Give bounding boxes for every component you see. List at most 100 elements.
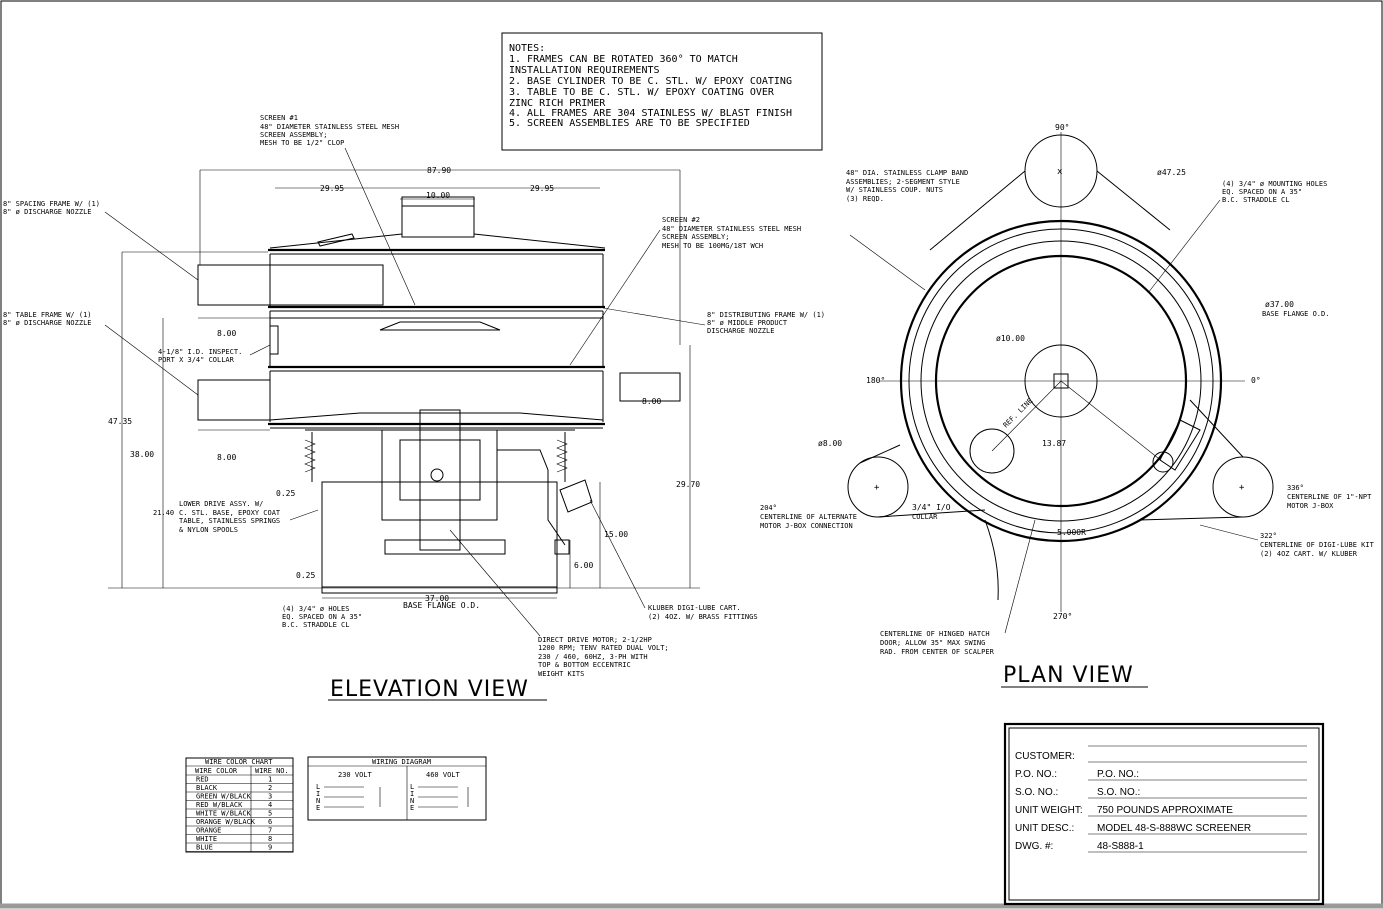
wiring-460: 460 VOLT <box>426 771 461 779</box>
dim-13-87: 13.87 <box>1042 439 1066 448</box>
dim-29-95-left: 29.95 <box>320 184 344 193</box>
angle-180: 180° <box>866 376 885 385</box>
callout-distributing-frame: 8" DISTRIBUTING FRAME W/ (1) 8" ø MIDDLE… <box>602 307 825 335</box>
svg-text:C. STL. BASE, EPOXY COAT: C. STL. BASE, EPOXY COAT <box>179 509 281 517</box>
notes-line-5: ZINC RICH PRIMER <box>509 98 606 109</box>
svg-text:L: L <box>316 783 320 791</box>
svg-text:48" DIAMETER STAINLESS STEEL M: 48" DIAMETER STAINLESS STEEL MESH <box>260 123 399 131</box>
svg-text:MESH TO BE 1/2" CLOP: MESH TO BE 1/2" CLOP <box>260 139 344 147</box>
svg-text:CENTERLINE OF HINGED HATCH: CENTERLINE OF HINGED HATCH <box>880 630 990 638</box>
notes-line-4: 3. TABLE TO BE C. STL. W/ EPOXY COATING … <box>509 87 775 98</box>
title-block: CUSTOMER:P.O. NO.:P.O. NO.:S.O. NO.:S.O.… <box>1003 722 1325 906</box>
svg-text:8" ø MIDDLE PRODUCT: 8" ø MIDDLE PRODUCT <box>707 319 788 327</box>
svg-text:322°: 322° <box>1260 532 1277 540</box>
callout-digi-lube: 322° CENTERLINE OF DIGI-LUBE KIT (2) 4OZ… <box>1199 524 1375 558</box>
svg-text:8" DISTRIBUTING FRAME W/ (1): 8" DISTRIBUTING FRAME W/ (1) <box>707 311 825 319</box>
svg-text:DOOR; ALLOW 35" MAX SWING: DOOR; ALLOW 35" MAX SWING <box>880 639 985 647</box>
dim-37-00-plan: ø37.00 <box>1265 300 1294 309</box>
svg-text:(2) 4OZ CART. W/ KLUBER: (2) 4OZ CART. W/ KLUBER <box>1260 550 1358 558</box>
svg-text:4-1/8" I.D. INSPECT.: 4-1/8" I.D. INSPECT. <box>158 348 242 356</box>
plan-title: PLAN VIEW <box>1003 663 1134 688</box>
dim-37-00: 37.00 <box>425 594 449 603</box>
wire-row-color: GREEN W/BLACK <box>196 793 252 801</box>
dim-29-70: 29.70 <box>676 480 700 489</box>
svg-text:L: L <box>410 783 414 791</box>
dim-8-00-a: 8.00 <box>217 329 236 338</box>
base-flange-label: BASE FLANGE O.D. <box>403 601 480 610</box>
svg-text:8" ø DISCHARGE NOZZLE: 8" ø DISCHARGE NOZZLE <box>3 319 92 327</box>
title-block-rows: CUSTOMER:P.O. NO.:P.O. NO.:S.O. NO.:S.O.… <box>1015 745 1307 853</box>
svg-text:N: N <box>410 797 414 805</box>
notes-line-3: 2. BASE CYLINDER TO BE C. STL. W/ EPOXY … <box>509 76 792 87</box>
dim-5-000r: 5.000R <box>1057 528 1086 537</box>
wire-row-no: 6 <box>268 818 272 826</box>
svg-text:3/4" I/O: 3/4" I/O <box>912 503 951 512</box>
angle-0: 0° <box>1251 376 1261 385</box>
callout-hatch: CENTERLINE OF HINGED HATCH DOOR; ALLOW 3… <box>880 519 1036 656</box>
callout-kluber: KLUBER DIGI-LUBE CART. (2) 4OZ. W/ BRASS… <box>589 499 758 621</box>
svg-text:WEIGHT KITS: WEIGHT KITS <box>538 670 584 678</box>
title-block-label: DWG. #: <box>1015 841 1053 852</box>
wire-row-color: WHITE W/BLACK <box>196 810 252 818</box>
callout-holes: (4) 3/4" ø HOLES EQ. SPACED ON A 35" B.C… <box>282 605 362 629</box>
wire-row-color: BLACK <box>196 784 218 792</box>
wire-chart-header-no: WIRE NO. <box>255 767 289 775</box>
svg-text:336°: 336° <box>1287 484 1304 492</box>
elevation-title: ELEVATION VIEW <box>330 677 529 702</box>
callout-clamp-band: 48" DIA. STAINLESS CLAMP BAND ASSEMBLIES… <box>846 169 968 291</box>
mark-x-top: x <box>1057 167 1063 177</box>
wire-row-color: BLUE <box>196 844 213 852</box>
callout-collar: 3/4" I/O COLLAR <box>912 503 951 521</box>
svg-text:CENTERLINE OF DIGI-LUBE KIT: CENTERLINE OF DIGI-LUBE KIT <box>1260 541 1375 549</box>
svg-text:230 / 460, 60HZ, 3-PH WITH: 230 / 460, 60HZ, 3-PH WITH <box>538 653 648 661</box>
dim-0-25-a: 0.25 <box>276 489 295 498</box>
dim-0-25-b: 0.25 <box>296 571 315 580</box>
mark-plus-left: + <box>874 483 880 493</box>
wire-row-no: 8 <box>268 835 272 843</box>
svg-text:W/ STAINLESS COUP. NUTS: W/ STAINLESS COUP. NUTS <box>846 186 943 194</box>
title-block-value: 48-S888-1 <box>1097 841 1144 852</box>
svg-text:RAD. FROM CENTER OF SCALPER: RAD. FROM CENTER OF SCALPER <box>880 648 995 656</box>
callout-screen1: SCREEN #1 48" DIAMETER STAINLESS STEEL M… <box>260 114 416 306</box>
callout-alt-jbox: 204° CENTERLINE OF ALTERNATE MOTOR J-BOX… <box>760 504 857 530</box>
callout-table-frame: 8" TABLE FRAME W/ (1) 8" ø DISCHARGE NOZ… <box>3 311 199 396</box>
wire-row-color: RED W/BLACK <box>196 801 243 809</box>
title-block-value: 750 POUNDS APPROXIMATE <box>1097 805 1233 816</box>
svg-text:KLUBER DIGI-LUBE CART.: KLUBER DIGI-LUBE CART. <box>648 604 741 612</box>
svg-text:COLLAR: COLLAR <box>912 513 938 521</box>
svg-text:PORT X 3/4" COLLAR: PORT X 3/4" COLLAR <box>158 356 235 364</box>
svg-text:EQ. SPACED ON A 35": EQ. SPACED ON A 35" <box>1222 188 1302 196</box>
callout-mount-holes: (4) 3/4" ø MOUNTING HOLES EQ. SPACED ON … <box>1147 180 1327 294</box>
notes-line-1: 1. FRAMES CAN BE ROTATED 360° TO MATCH <box>509 54 738 65</box>
svg-text:(4) 3/4" ø MOUNTING HOLES: (4) 3/4" ø MOUNTING HOLES <box>1222 180 1327 188</box>
svg-text:& NYLON SPOOLS: & NYLON SPOOLS <box>179 526 238 534</box>
wire-row-no: 2 <box>268 784 272 792</box>
svg-text:8" TABLE FRAME W/ (1): 8" TABLE FRAME W/ (1) <box>3 311 92 319</box>
dim-8-00-b: 8.00 <box>217 453 236 462</box>
elevation-view: 87.90 29.95 29.95 10.00 8.00 <box>3 114 825 702</box>
callout-inspect-port: 4-1/8" I.D. INSPECT. PORT X 3/4" COLLAR <box>158 344 271 364</box>
wire-chart-header-color: WIRE COLOR <box>195 767 238 775</box>
dim-6-00: 6.00 <box>574 561 593 570</box>
notes-line-6: 4. ALL FRAMES ARE 304 STAINLESS W/ BLAST… <box>509 108 792 119</box>
wire-row-color: RED <box>196 776 209 784</box>
dim-8-00-plan: ø8.00 <box>818 439 842 448</box>
svg-text:SCREEN #1: SCREEN #1 <box>260 114 298 122</box>
wire-row-no: 3 <box>268 793 272 801</box>
title-block-value: S.O. NO.: <box>1097 787 1140 798</box>
title-block-value: P.O. NO.: <box>1097 769 1139 780</box>
svg-text:E: E <box>316 804 320 812</box>
wire-row-no: 7 <box>268 827 272 835</box>
title-block-value: MODEL 48-S-888WC SCREENER <box>1097 823 1251 834</box>
svg-text:SCREEN #2: SCREEN #2 <box>662 216 700 224</box>
svg-text:ASSEMBLIES; 2-SEGMENT STYLE: ASSEMBLIES; 2-SEGMENT STYLE <box>846 178 960 186</box>
svg-text:E: E <box>410 804 414 812</box>
svg-text:48" DIA. STAINLESS CLAMP BAND: 48" DIA. STAINLESS CLAMP BAND <box>846 169 968 177</box>
dim-10-00-plan: ø10.00 <box>996 334 1025 343</box>
dim-15-00: 15.00 <box>604 530 628 539</box>
svg-text:I: I <box>410 790 414 798</box>
svg-text:DIRECT DRIVE MOTOR; 2-1/2HP: DIRECT DRIVE MOTOR; 2-1/2HP <box>538 636 652 644</box>
wire-chart-title: WIRE COLOR CHART <box>205 758 273 766</box>
